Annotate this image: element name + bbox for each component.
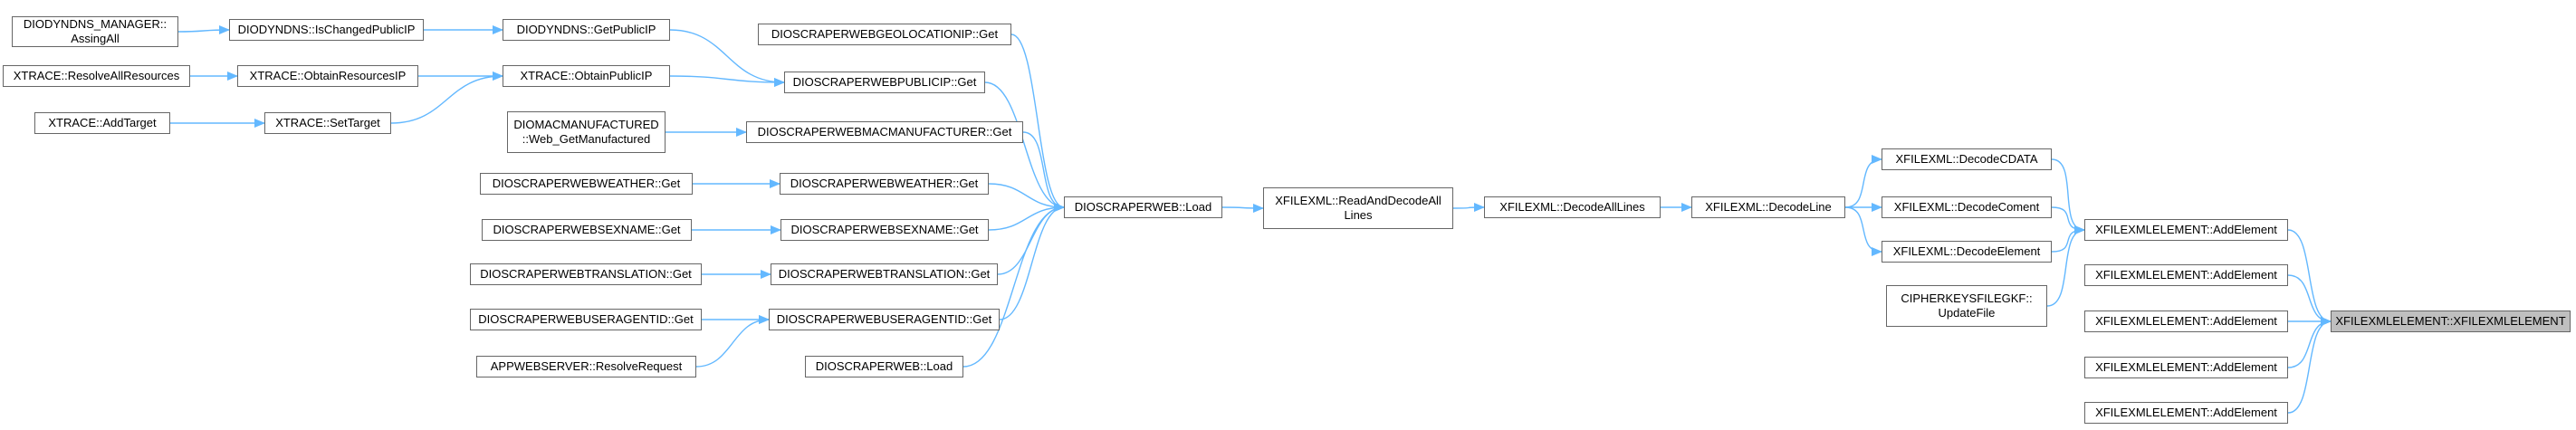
node-xtrace-addtarget[interactable]: XTRACE::AddTarget — [34, 112, 170, 134]
node-diodyndns-ischangedpublicip[interactable]: DIODYNDNS::IsChangedPublicIP — [229, 19, 424, 41]
node-xtrace-obtainpublicip[interactable]: XTRACE::ObtainPublicIP — [503, 65, 670, 87]
node-xfilexml-decodeline[interactable]: XFILEXML::DecodeLine — [1691, 196, 1845, 218]
node-xfilexmlelement-constructor-root: XFILEXMLELEMENT::XFILEXMLELEMENT — [2331, 311, 2571, 332]
node-xtrace-obtainresourcesip[interactable]: XTRACE::ObtainResourcesIP — [237, 65, 418, 87]
edge-n35-to-n36 — [2287, 317, 2332, 414]
node-xtrace-settarget[interactable]: XTRACE::SetTarget — [264, 112, 391, 134]
edge-n20-to-n23 — [999, 203, 1065, 320]
node-xfilexml-readanddecodealllines[interactable]: XFILEXML::ReadAndDecodeAll Lines — [1263, 187, 1453, 229]
node-xfilexml-decodeelement[interactable]: XFILEXML::DecodeElement — [1882, 241, 2052, 263]
edge-n10-to-n23 — [984, 81, 1065, 212]
node-dioscraperwebsexname-get-left[interactable]: DIOSCRAPERWEBSEXNAME::Get — [482, 219, 692, 241]
node-xfilexmlelement-addelement-3[interactable]: XFILEXMLELEMENT::AddElement — [2084, 311, 2288, 332]
node-dioscraperweb-load[interactable]: DIOSCRAPERWEB::Load — [1064, 196, 1222, 218]
edge-n23-to-n24 — [1221, 203, 1264, 213]
node-dioscraperwebsexname-get[interactable]: DIOSCRAPERWEBSEXNAME::Get — [780, 219, 989, 241]
node-dioscraperwebuseragentid-get-left[interactable]: DIOSCRAPERWEBUSERAGENTID::Get — [470, 309, 702, 330]
node-dioscraperwebtranslation-get[interactable]: DIOSCRAPERWEBTRANSLATION::Get — [771, 263, 998, 285]
node-diodyndns-getpublicip[interactable]: DIODYNDNS::GetPublicIP — [503, 19, 670, 41]
edge-n30-to-n31 — [2046, 225, 2085, 307]
node-xfilexml-decodecdata[interactable]: XFILEXML::DecodeCDATA — [1882, 148, 2052, 170]
edge-n21-to-n20 — [695, 315, 770, 368]
edge-n8-to-n6 — [390, 72, 503, 124]
node-dioscraperwebmacmanufacturer-get[interactable]: DIOSCRAPERWEBMACMANUFACTURER::Get — [746, 121, 1023, 143]
node-xfilexmlelement-addelement-4[interactable]: XFILEXMLELEMENT::AddElement — [2084, 357, 2288, 378]
node-dioscraperwebuseragentid-get[interactable]: DIOSCRAPERWEBUSERAGENTID::Get — [769, 309, 1000, 330]
node-dioscraperwebgeolocationip-get[interactable]: DIOSCRAPERWEBGEOLOCATIONIP::Get — [758, 24, 1011, 45]
node-dioscraperweb-load-bottom[interactable]: DIOSCRAPERWEB::Load — [805, 356, 963, 377]
node-dioscraperwebpublicip-get[interactable]: DIOSCRAPERWEBPUBLICIP::Get — [784, 72, 985, 93]
edge-n14-to-n23 — [988, 183, 1065, 212]
node-diomacmanufactured-web-getmanufactured[interactable]: DIOMACMANUFACTURED ::Web_GetManufactured — [507, 111, 666, 153]
edge-n9-to-n23 — [1010, 33, 1065, 212]
node-dioscraperwebweather-get[interactable]: DIOSCRAPERWEBWEATHER::Get — [780, 173, 989, 195]
edge-n22-to-n23 — [962, 203, 1065, 368]
node-xfilexmlelement-addelement-2[interactable]: XFILEXMLELEMENT::AddElement — [2084, 264, 2288, 286]
node-appwebserver-resolverequest[interactable]: APPWEBSERVER::ResolveRequest — [476, 356, 696, 377]
node-xfilexmlelement-addelement-5[interactable]: XFILEXMLELEMENT::AddElement — [2084, 402, 2288, 424]
node-xfilexmlelement-addelement-1[interactable]: XFILEXMLELEMENT::AddElement — [2084, 219, 2288, 241]
edge-n6-to-n10 — [669, 75, 785, 87]
node-cipherkeysfilegkf-updatefile[interactable]: CIPHERKEYSFILEGKF:: UpdateFile — [1886, 285, 2047, 327]
node-diodyndns-manager-assingall[interactable]: DIODYNDNS_MANAGER:: AssingAll — [12, 16, 178, 47]
node-xfilexml-decodecoment[interactable]: XFILEXML::DecodeComent — [1882, 196, 2052, 218]
edge-n3-to-n10 — [669, 29, 785, 87]
edge-n1-to-n2 — [177, 25, 230, 35]
edge-n24-to-n25 — [1452, 203, 1485, 213]
edge-n16-to-n23 — [988, 203, 1065, 231]
node-dioscraperwebweather-get-left[interactable]: DIOSCRAPERWEBWEATHER::Get — [480, 173, 693, 195]
node-xtrace-resolveallresources[interactable]: XTRACE::ResolveAllResources — [3, 65, 190, 87]
edge-n26-to-n27 — [1844, 155, 1882, 208]
edge-n26-to-n29 — [1844, 206, 1882, 256]
node-xfilexml-decodealllines[interactable]: XFILEXML::DecodeAllLines — [1484, 196, 1661, 218]
node-dioscraperwebtranslation-get-left[interactable]: DIOSCRAPERWEBTRANSLATION::Get — [470, 263, 702, 285]
